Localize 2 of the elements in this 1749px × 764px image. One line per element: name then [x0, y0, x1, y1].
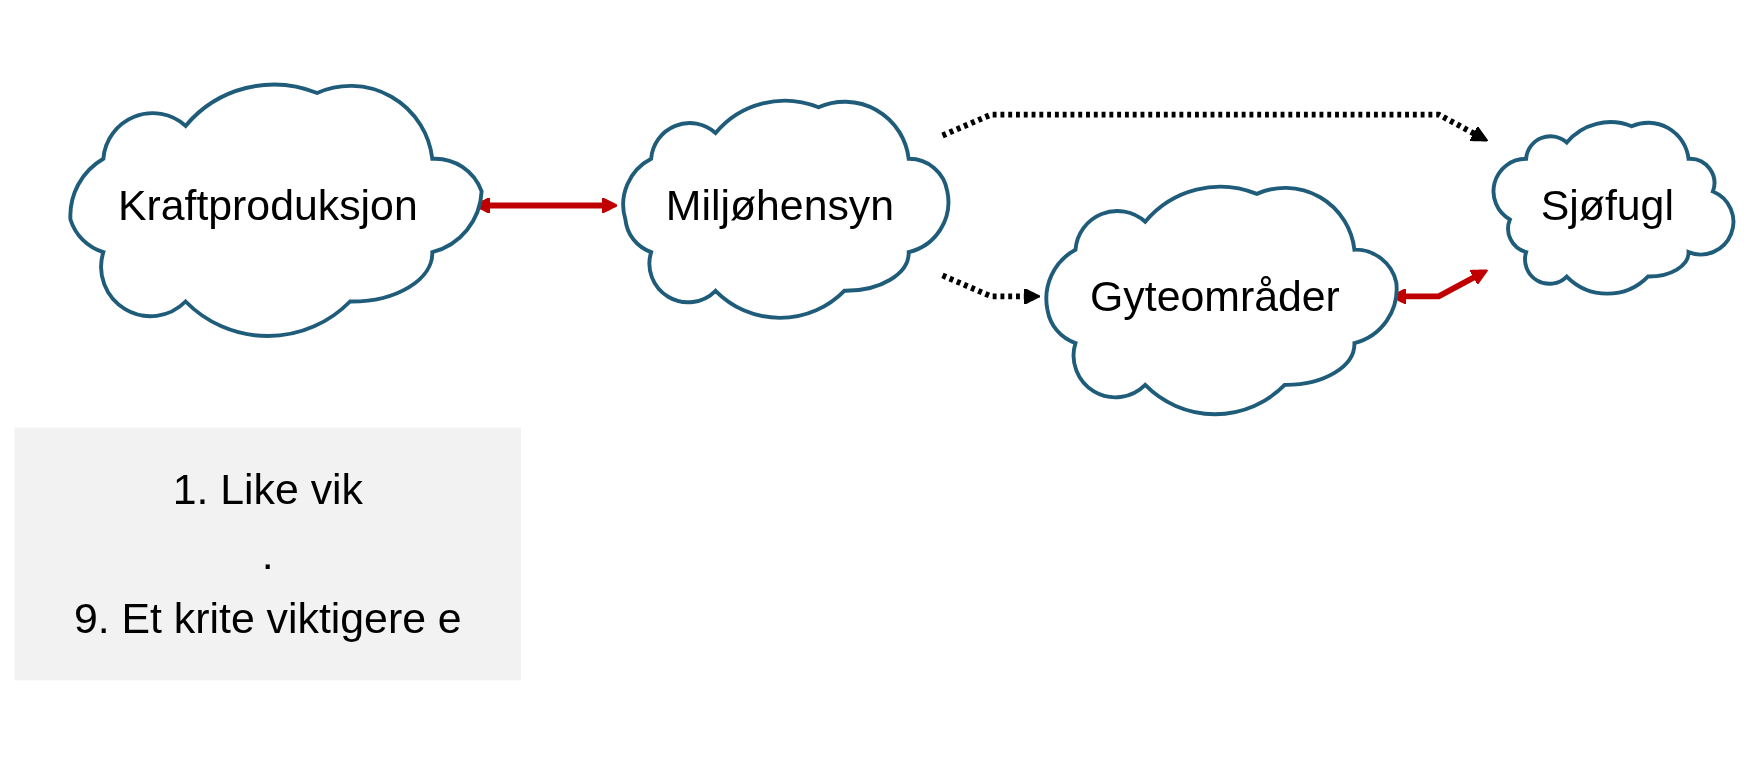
arrow: [941, 111, 1489, 142]
arrow: [941, 272, 1041, 305]
